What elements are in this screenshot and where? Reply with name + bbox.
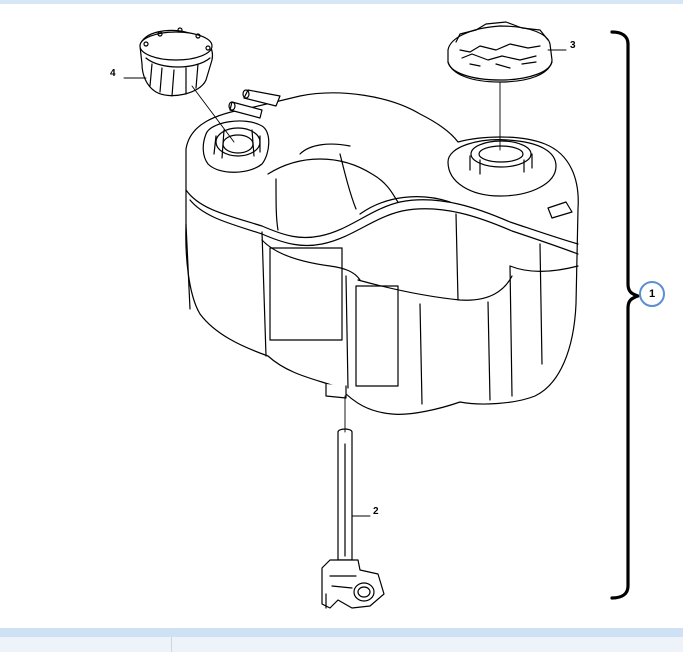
callout-2: 2 <box>373 506 379 517</box>
leader-lines <box>123 49 567 517</box>
callout-1: 1 <box>648 288 656 300</box>
bottom-toolbar-cell <box>0 637 172 652</box>
parts-diagram: 4 3 2 1 <box>0 4 683 628</box>
assembly-bracket <box>610 30 640 600</box>
top-rule <box>0 0 683 4</box>
right-filler-neck <box>447 139 573 219</box>
level-sensor <box>321 428 385 609</box>
left-filler-neck <box>202 120 270 173</box>
cap-right <box>447 21 553 83</box>
bottom-toolbar <box>0 628 683 652</box>
pressure-cap-left <box>139 27 214 97</box>
callout-1-circle[interactable]: 1 <box>639 281 665 307</box>
callout-3: 3 <box>570 40 576 51</box>
callout-4: 4 <box>110 68 116 79</box>
hose-stubs <box>228 89 281 119</box>
